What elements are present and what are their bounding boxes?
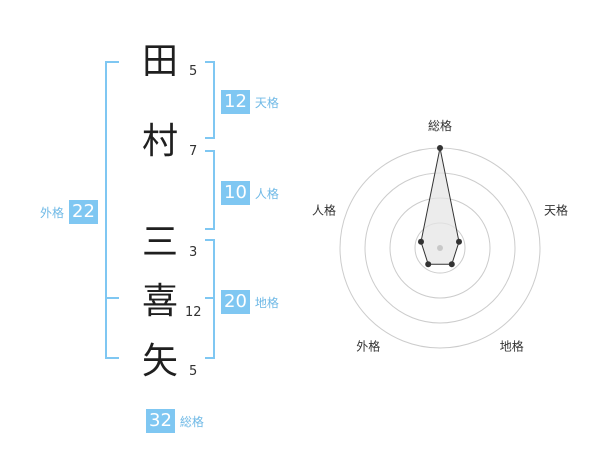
- radar-point-2: [456, 238, 462, 245]
- gaikaku-label: 外格: [40, 205, 65, 220]
- radar-axis-label-4: 外格: [356, 339, 380, 354]
- tenkaku-badge: 12 天格: [221, 90, 279, 114]
- gaikaku-bracket-bottom: [105, 357, 119, 359]
- jinkaku-badge: 10 人格: [221, 181, 279, 205]
- radar-axis-label-3: 地格: [500, 339, 524, 354]
- gaikaku-bracket-mid: [105, 297, 119, 299]
- chikaku-bracket-mid: [205, 297, 215, 299]
- chikaku-bracket-vertical: [213, 239, 215, 359]
- chikaku-label: 地格: [254, 295, 279, 310]
- name-char-1: 田: [141, 41, 178, 82]
- stroke-count-4: 12: [185, 305, 202, 320]
- radar-axis-label-2: 天格: [544, 202, 568, 217]
- jinkaku-bracket-top: [205, 150, 215, 152]
- stroke-count-1: 5: [189, 64, 198, 79]
- radar-axis-label-1: 総格: [428, 118, 452, 133]
- gaikaku-bracket-vertical: [105, 61, 107, 359]
- radar-polygon: [420, 147, 460, 265]
- tenkaku-bracket-vertical: [213, 61, 215, 139]
- soukaku-label: 総格: [179, 414, 204, 429]
- jinkaku-bracket-bottom: [205, 228, 215, 230]
- gaikaku-badge: 外格 22: [40, 200, 98, 224]
- name-char-5: 矢: [141, 341, 178, 382]
- gaikaku-bracket-top: [105, 61, 119, 63]
- soukaku-value: 32: [146, 409, 175, 433]
- name-char-3: 三: [141, 222, 178, 263]
- chikaku-badge: 20 地格: [221, 290, 279, 314]
- gaikaku-value: 22: [69, 200, 98, 224]
- radar-data: [418, 145, 462, 268]
- radar-point-5: [418, 238, 424, 245]
- name-char-2: 村: [141, 121, 178, 162]
- radar-point-4: [425, 261, 432, 268]
- chikaku-bracket-bottom: [205, 357, 215, 359]
- radar-center-dot: [437, 245, 443, 251]
- radar-point-1: [437, 145, 443, 151]
- radar-axis-label-5: 人格: [312, 202, 336, 217]
- soukaku-badge: 32 総格: [146, 409, 204, 433]
- stroke-count-5: 5: [189, 364, 198, 379]
- jinkaku-value: 10: [221, 181, 250, 205]
- stroke-count-3: 3: [189, 245, 198, 260]
- tenkaku-bracket-top: [205, 61, 215, 63]
- chikaku-bracket-top: [205, 239, 215, 241]
- jinkaku-label: 人格: [254, 186, 279, 201]
- radar-point-3: [448, 261, 455, 268]
- jinkaku-bracket-vertical: [213, 150, 215, 230]
- stroke-count-2: 7: [189, 144, 198, 159]
- chikaku-value: 20: [221, 290, 250, 314]
- tenkaku-bracket-bottom: [205, 137, 215, 139]
- name-char-4: 喜: [141, 281, 178, 322]
- tenkaku-value: 12: [221, 90, 250, 114]
- tenkaku-label: 天格: [254, 95, 279, 110]
